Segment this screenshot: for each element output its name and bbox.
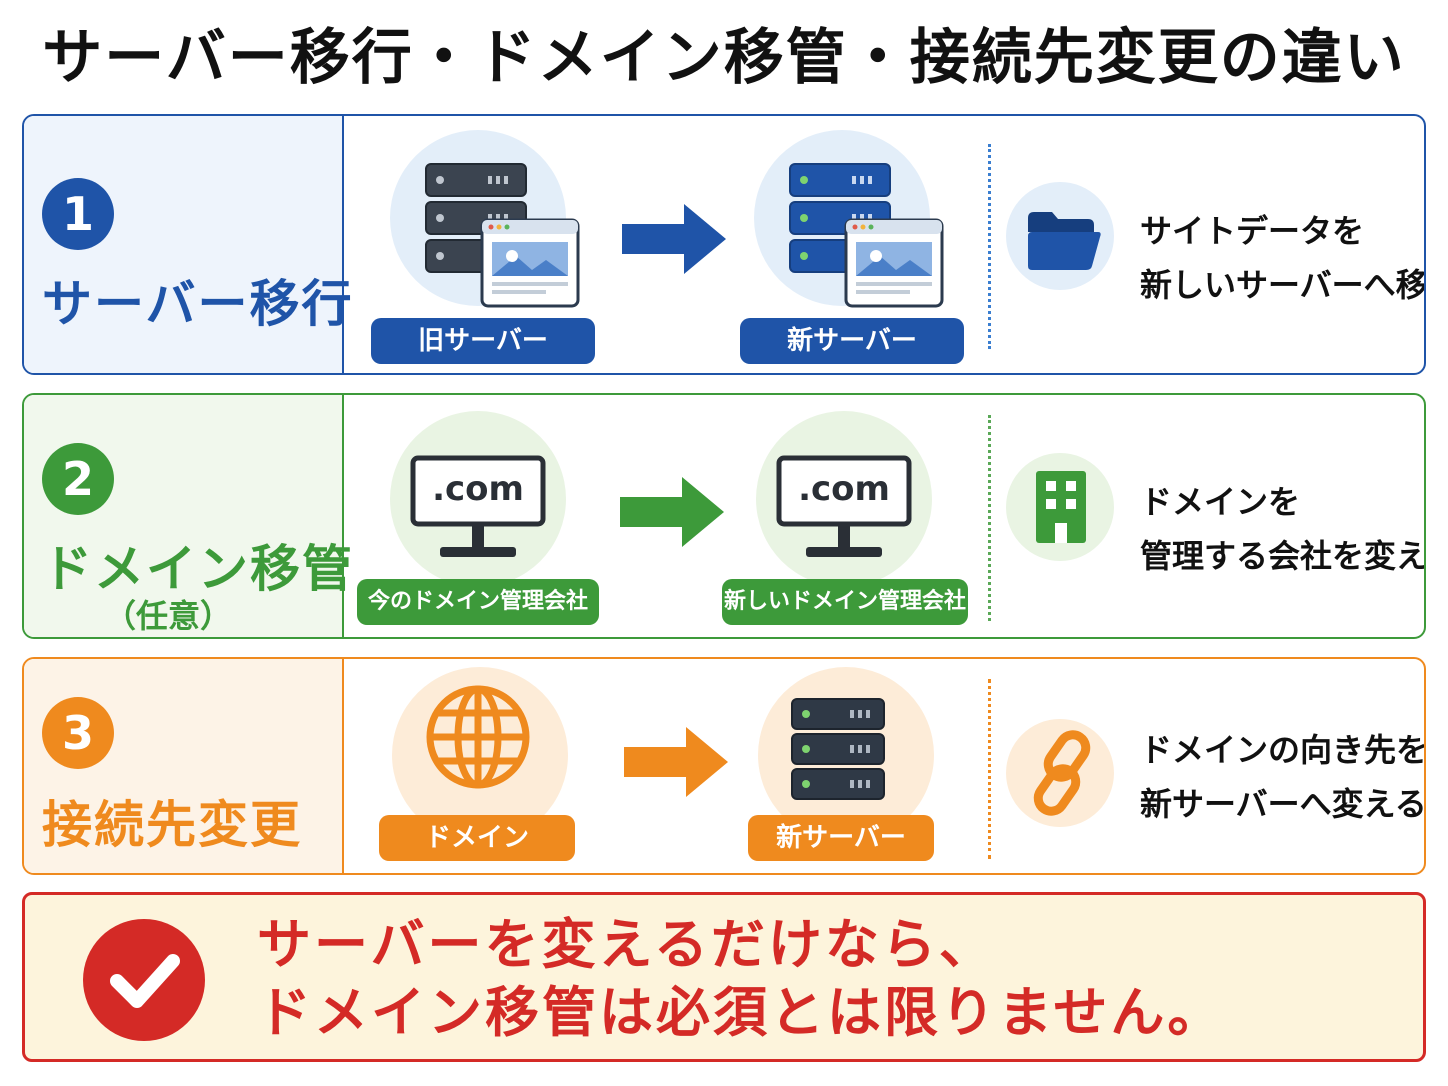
description-line: 新サーバーへ変える	[1140, 785, 1426, 823]
step-number: 2	[42, 443, 114, 515]
folder-icon	[1028, 212, 1101, 270]
domain-text: .com	[798, 469, 890, 509]
note-text: サーバーを変えるだけなら、 ドメイン移管は必須とは限りません。	[257, 911, 1224, 1047]
description-line: 管理する会社を変える	[1140, 537, 1426, 575]
step-label: サーバー移行	[42, 275, 354, 333]
from-label-pill: ドメイン	[379, 815, 575, 861]
old-server-icon	[425, 163, 580, 308]
row-header: 1 サーバー移行	[24, 116, 352, 373]
link-icon	[1033, 730, 1091, 816]
arrow-right-icon	[620, 477, 724, 547]
description-line: サイトデータを	[1140, 212, 1365, 250]
row-dns-change: 3 接続先変更 ドメイン 新サーバー	[22, 657, 1426, 875]
step-label: ドメイン移管	[42, 540, 354, 598]
to-label-pill: 新しいドメイン管理会社	[722, 579, 968, 625]
page-title: サーバー移行・ドメイン移管・接続先変更の違い	[42, 23, 1406, 93]
conclusion-note: サーバーを変えるだけなら、 ドメイン移管は必須とは限りません。	[22, 892, 1426, 1062]
arrow-right-icon	[622, 204, 726, 274]
note-line: サーバーを変えるだけなら、	[257, 913, 996, 976]
description: サイトデータを 新しいサーバーへ移す	[1140, 204, 1426, 312]
note-line: ドメイン移管は必須とは限りません。	[257, 981, 1225, 1044]
description-line: ドメインの向き先を	[1140, 731, 1426, 769]
row-domain-transfer: 2 ドメイン移管 （任意） .com 今のドメイン管理会社 .com 新しいドメ…	[22, 393, 1426, 639]
step-sublabel: （任意）	[104, 597, 233, 635]
building-icon	[1036, 471, 1086, 543]
check-icon	[83, 919, 205, 1041]
row-header: 2 ドメイン移管 （任意）	[24, 395, 352, 637]
step-number: 1	[42, 178, 114, 250]
from-label-pill: 今のドメイン管理会社	[357, 579, 599, 625]
from-label-pill: 旧サーバー	[371, 318, 595, 364]
divider	[988, 415, 991, 621]
monitor-icon	[410, 455, 546, 557]
row-header: 3 接続先変更	[24, 659, 344, 873]
new-server-icon	[789, 163, 944, 308]
description: ドメインを 管理する会社を変える	[1140, 475, 1426, 583]
to-label-pill: 新サーバー	[740, 318, 964, 364]
step-label: 接続先変更	[42, 796, 302, 854]
server-icon	[791, 698, 885, 800]
arrow-right-icon	[624, 727, 728, 797]
description-line: 新しいサーバーへ移す	[1140, 266, 1426, 304]
description-line: ドメインを	[1140, 483, 1301, 521]
row-server-migration: 1 サーバー移行 旧サーバー	[22, 114, 1426, 375]
to-label-pill: 新サーバー	[748, 815, 934, 861]
monitor-icon	[776, 455, 912, 557]
divider	[988, 679, 991, 859]
globe-icon	[426, 685, 530, 789]
domain-text: .com	[432, 469, 524, 509]
description: ドメインの向き先を 新サーバーへ変える	[1140, 723, 1426, 831]
step-number: 3	[42, 697, 114, 769]
divider	[988, 144, 991, 349]
